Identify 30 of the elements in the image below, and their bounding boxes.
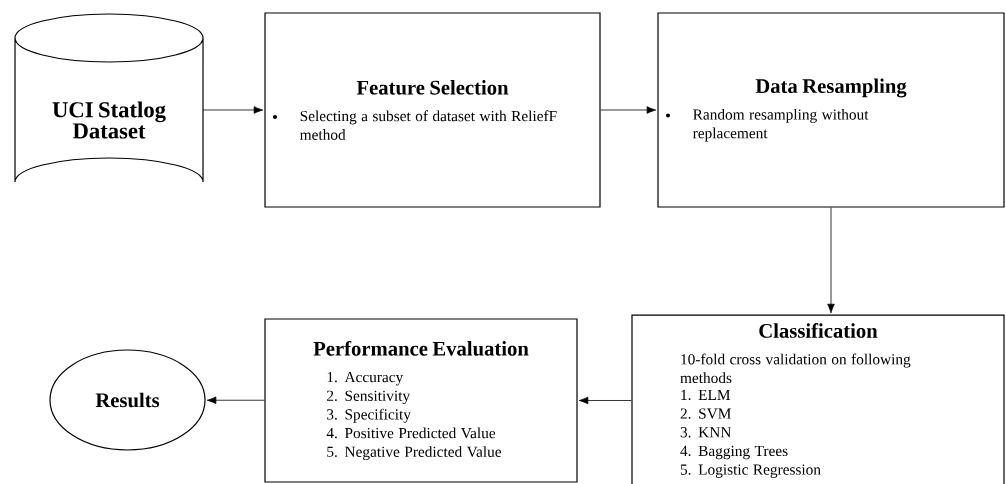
database-cylinder bbox=[14, 13, 204, 183]
list-item: 2. SVM bbox=[680, 408, 731, 419]
box-title: Feature Selection bbox=[356, 80, 509, 95]
arrow bbox=[827, 207, 835, 314]
list-item: 3. Specificity bbox=[327, 408, 411, 423]
process-box bbox=[264, 318, 578, 483]
box-title: Classification bbox=[759, 323, 878, 338]
arrow bbox=[600, 106, 657, 114]
list-item: 5. Negative Predicted Value bbox=[327, 446, 502, 461]
node-label: UCI Statlog Dataset bbox=[52, 101, 166, 139]
description-text: 10-fold cross validation on following methods bbox=[680, 353, 911, 384]
box-title: Data Resampling bbox=[755, 78, 907, 98]
box-title: Performance Evaluation bbox=[313, 340, 529, 356]
process-box bbox=[264, 12, 601, 208]
bullet-text: Selecting a subset of dataset with ReliefF method bbox=[300, 110, 557, 140]
arrow bbox=[578, 396, 632, 405]
terminal-ellipse bbox=[49, 349, 206, 451]
arrow bbox=[202, 106, 264, 114]
list-item: 4. Positive Predicted Value bbox=[326, 427, 496, 439]
list-item: 1. Accuracy bbox=[327, 372, 404, 386]
list-item: 2. Sensitivity bbox=[327, 390, 411, 405]
node-label: Results bbox=[95, 392, 160, 408]
bullet-text: Random resampling without replacement bbox=[693, 108, 869, 142]
arrow bbox=[206, 396, 265, 404]
list-item: 5. Logistic Regression bbox=[680, 464, 821, 478]
list-item: 3. KNN bbox=[680, 427, 732, 438]
list-item: 1. ELM bbox=[681, 389, 731, 401]
process-box bbox=[657, 12, 1005, 208]
process-box bbox=[631, 314, 1005, 484]
list-item: 4. Bagging Trees bbox=[680, 445, 788, 460]
